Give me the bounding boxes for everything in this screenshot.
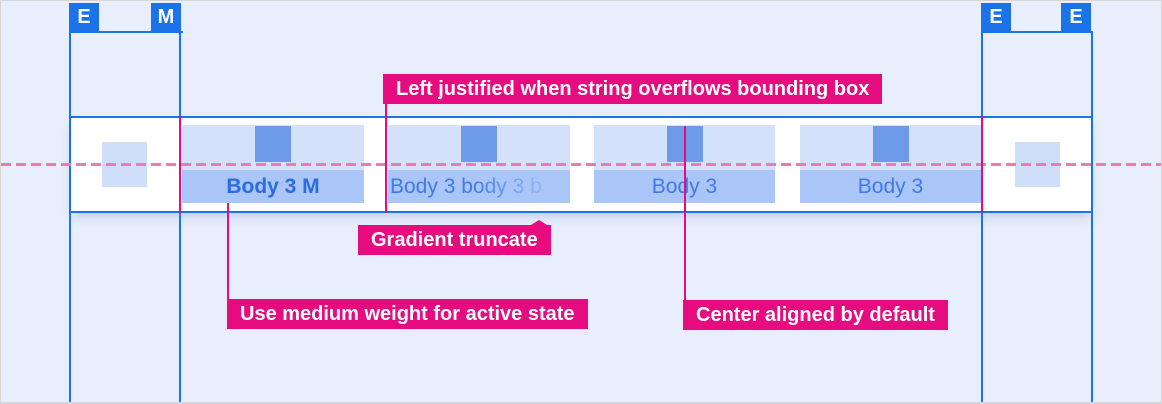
gradient-truncate-overlay — [470, 170, 570, 203]
measure-bracket-right — [981, 31, 1093, 33]
tab-icon-area — [182, 125, 364, 170]
guide-line-right-edge — [1091, 31, 1093, 402]
tab-icon-placeholder — [461, 126, 497, 162]
guide-line-left-margin — [179, 31, 181, 402]
center-baseline-dashed-line — [1, 163, 1161, 166]
redline-tab-region-end — [981, 116, 983, 213]
measure-bracket-left — [69, 31, 183, 33]
annotation-medium-weight: Use medium weight for active state — [227, 299, 588, 329]
annotation-leader-medium-weight — [227, 203, 229, 300]
annotation-center-aligned: Center aligned by default — [683, 300, 948, 330]
margin-marker-e-left: E — [69, 3, 99, 31]
annotation-leader-left-justified — [385, 103, 387, 213]
tab-label: Body 3 M — [182, 170, 364, 203]
tab-item-default-2[interactable]: Body 3 — [800, 125, 981, 203]
tab-item-truncated[interactable]: Body 3 body 3 b — [388, 125, 570, 203]
margin-marker-e-right-inner: E — [981, 3, 1011, 31]
annotation-text: Gradient truncate — [371, 229, 538, 251]
tab-label: Body 3 — [800, 170, 981, 203]
annotation-leader-center-aligned — [684, 126, 686, 301]
redline-tab-region-start — [179, 116, 181, 213]
tab-icon-area — [800, 125, 981, 170]
guide-line-right-margin — [981, 31, 983, 402]
tab-icon-area — [388, 125, 570, 170]
annotation-gradient-truncate: Gradient truncate — [358, 220, 551, 255]
arrow-up-icon — [530, 220, 547, 225]
margin-marker-e-right-outer: E — [1061, 3, 1091, 31]
tab-icon-placeholder — [872, 126, 909, 162]
tab-item-active[interactable]: Body 3 M — [182, 125, 364, 203]
tab-label: Body 3 body 3 b — [388, 170, 570, 203]
margin-marker-m-left: M — [151, 3, 181, 31]
annotation-left-justified: Left justified when string overflows bou… — [383, 74, 883, 104]
tab-icon-placeholder — [255, 126, 291, 162]
guide-line-left-edge — [69, 31, 71, 402]
